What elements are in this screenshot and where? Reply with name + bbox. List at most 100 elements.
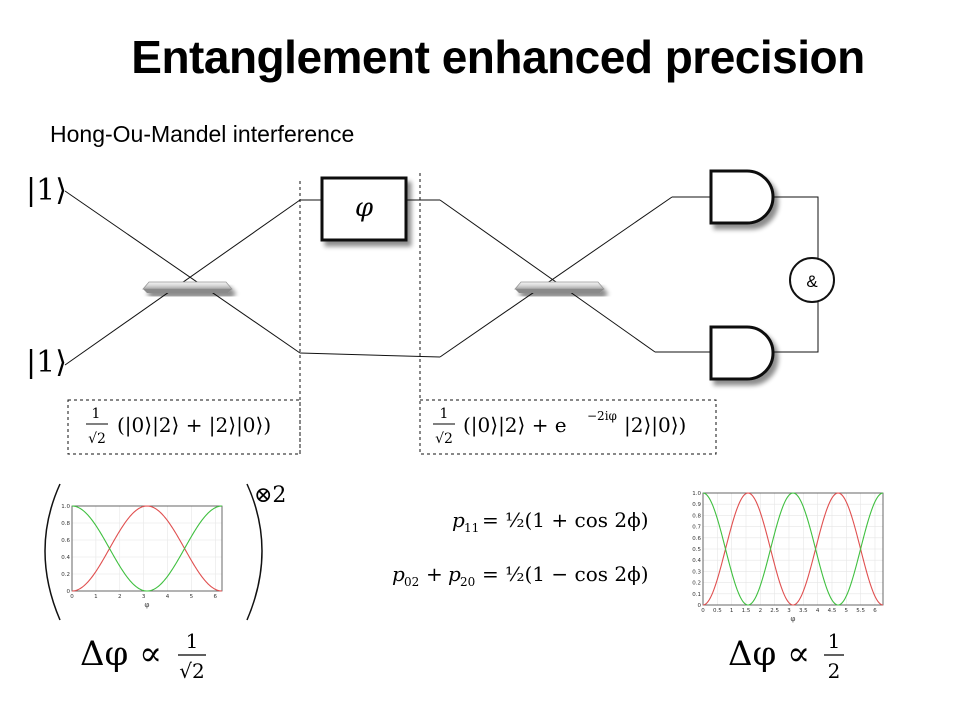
series-line-1 <box>702 492 884 606</box>
x-tick-label: 0 <box>70 594 74 600</box>
wire-detector-bottom-and <box>773 302 819 353</box>
y-tick-label: 0 <box>698 603 702 609</box>
y-tick-label: 0 <box>67 589 71 595</box>
series-line-1 <box>71 505 223 592</box>
x-tick-label: 4 <box>166 594 170 600</box>
svg-text:(|0⟩|2⟩ + |2⟩|0⟩): (|0⟩|2⟩ + |2⟩|0⟩) <box>117 413 271 438</box>
svg-text:1: 1 <box>92 406 101 422</box>
tensor-power-label: ⊗2 <box>254 483 286 508</box>
x-tick-label: 0.5 <box>713 608 722 614</box>
x-tick-label: 5 <box>190 594 194 600</box>
svg-text:(|0⟩|2⟩ + e: (|0⟩|2⟩ + e <box>463 413 567 438</box>
probability-p02-p20: p 02 + p 20 = ½(1 − cos 2ϕ) <box>392 562 649 589</box>
x-tick-label: 4 <box>816 608 820 614</box>
wire-detector-top-and <box>773 196 819 258</box>
svg-text:= ½(1 + cos 2ϕ): = ½(1 + cos 2ϕ) <box>482 508 649 532</box>
input-state-top-label: |1⟩ <box>26 173 67 208</box>
tensor-parentheses <box>44 483 263 621</box>
chart-right: 0 0.5 1 1.5 2 2.5 3 3.5 4 4.5 5 5.5 6 0 0.1 0.2 0.3 0.4 0.… <box>692 491 884 623</box>
beam-top-in <box>64 190 301 354</box>
x-tick-label: 1 <box>730 608 734 614</box>
y-tick-label: 0.9 <box>692 502 701 508</box>
y-tick-label: 0.2 <box>61 572 70 578</box>
state-formula-1: 1 √2 (|0⟩|2⟩ + |2⟩|0⟩) <box>86 406 271 447</box>
y-tick-label: 0.2 <box>692 581 701 587</box>
svg-text:= ½(1 − cos 2ϕ): = ½(1 − cos 2ϕ) <box>482 562 649 586</box>
svg-text:√2: √2 <box>88 431 106 447</box>
coincidence-and-gate <box>789 257 835 303</box>
scaling-left: Δφ ∝ 1 √2 <box>80 629 206 683</box>
svg-text:2: 2 <box>828 659 841 683</box>
svg-text:|2⟩|0⟩): |2⟩|0⟩) <box>624 413 686 438</box>
x-tick-label: 3.5 <box>799 608 808 614</box>
svg-text:1: 1 <box>828 629 841 653</box>
x-tick-label: 2 <box>118 594 122 600</box>
phase-shifter <box>320 176 408 242</box>
dashed-markers <box>67 173 717 455</box>
beam-cross-a <box>439 199 656 353</box>
svg-text:11: 11 <box>464 521 479 535</box>
y-tick-label: 0.1 <box>692 592 701 598</box>
x-tick-label: 5.5 <box>856 608 865 614</box>
svg-text:√2: √2 <box>179 659 204 683</box>
y-tick-label: 0.7 <box>692 525 701 531</box>
svg-text:p: p <box>392 562 405 586</box>
y-tick-label: 0.8 <box>692 513 701 519</box>
svg-text:02: 02 <box>404 575 419 589</box>
slide-subtitle: Hong-Ou-Mandel interference <box>50 121 355 147</box>
y-tick-label: 1.0 <box>61 504 70 510</box>
beam-splitter-1 <box>142 281 233 293</box>
y-tick-label: 0.4 <box>692 558 701 564</box>
chart-left: 0 1 2 3 4 5 6 0 0.2 0.4 0.6 0.8 1.0 φ <box>61 504 223 609</box>
x-tick-label: 1.5 <box>742 608 751 614</box>
x-tick-label: 6 <box>214 594 218 600</box>
x-axis-label: φ <box>791 615 796 623</box>
probability-p11: p 11 = ½(1 + cos 2ϕ) <box>452 508 649 535</box>
x-tick-label: 2.5 <box>770 608 779 614</box>
y-tick-label: 0.6 <box>692 536 701 542</box>
y-tick-label: 0.6 <box>61 538 70 544</box>
beam-paths <box>64 190 819 366</box>
state-formula-2: 1 √2 (|0⟩|2⟩ + e −2iφ |2⟩|0⟩) <box>433 406 686 447</box>
y-tick-label: 0.3 <box>692 569 701 575</box>
x-tick-label: 5 <box>845 608 849 614</box>
svg-text:1: 1 <box>186 629 199 653</box>
x-tick-label: 4.5 <box>828 608 837 614</box>
slide-title: Entanglement enhanced precision <box>131 31 865 83</box>
svg-text:p: p <box>452 508 465 532</box>
and-gate-label: & <box>806 272 818 291</box>
scaling-right: Δφ ∝ 1 2 <box>728 629 844 683</box>
y-tick-label: 0.4 <box>61 555 70 561</box>
series-line-0 <box>71 505 223 592</box>
beam-lower-mid <box>299 352 441 358</box>
x-axis-label: φ <box>145 601 150 609</box>
plot-frame <box>71 505 223 592</box>
x-tick-label: 3 <box>787 608 791 614</box>
state-box-1 <box>67 399 301 455</box>
detector-bottom <box>709 325 775 381</box>
svg-text:p: p <box>448 562 461 586</box>
detector-top <box>709 169 775 225</box>
svg-text:Δφ ∝: Δφ ∝ <box>728 634 810 674</box>
beam-cross-b <box>439 196 673 358</box>
beam-splitter-2 <box>514 281 605 293</box>
svg-text:Δφ ∝: Δφ ∝ <box>80 634 162 674</box>
svg-text:20: 20 <box>460 575 475 589</box>
input-state-bottom-label: |1⟩ <box>26 345 67 380</box>
y-tick-label: 1.0 <box>692 491 701 497</box>
svg-text:√2: √2 <box>435 431 453 447</box>
y-tick-label: 0.5 <box>692 547 701 553</box>
series-line-0 <box>702 492 884 606</box>
x-tick-label: 6 <box>873 608 877 614</box>
svg-text:1: 1 <box>440 406 449 422</box>
y-tick-label: 0.8 <box>61 521 70 527</box>
phase-label: φ <box>355 193 374 223</box>
svg-text:−2iφ: −2iφ <box>587 409 617 423</box>
svg-text:+: + <box>426 562 443 586</box>
x-tick-label: 2 <box>759 608 763 614</box>
x-tick-label: 3 <box>142 594 146 600</box>
x-tick-label: 0 <box>701 608 705 614</box>
state-box-2 <box>419 399 717 455</box>
x-tick-label: 1 <box>94 594 98 600</box>
